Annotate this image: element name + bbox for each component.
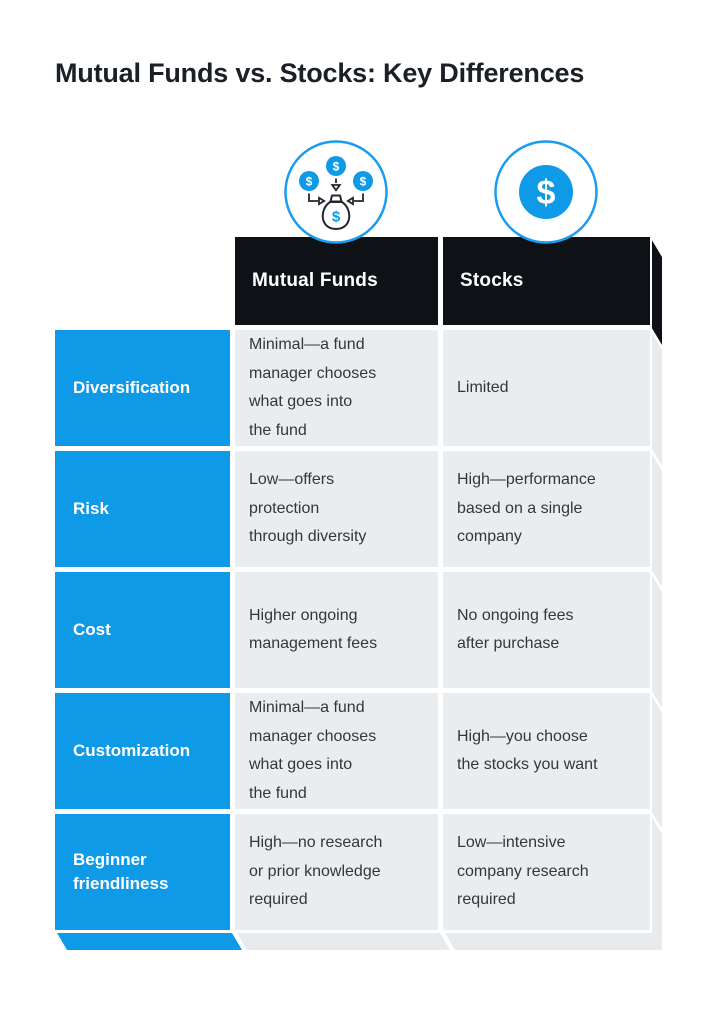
side-face-row — [652, 817, 662, 950]
column-header-stocks: Stocks — [443, 237, 650, 325]
mutual-funds-cell: High—no research or prior knowledge requ… — [235, 814, 438, 930]
cell-text: Minimal—a fund manager chooses what goes… — [249, 699, 377, 802]
side-face-row — [652, 333, 662, 466]
stocks-cell: High—you choose the stocks you want — [443, 693, 650, 809]
coin-dollar-glyph: $ — [306, 175, 313, 189]
coin-dollar-glyph: $ — [537, 174, 556, 212]
row-label-cost: Cost — [55, 572, 230, 688]
bag-dollar-glyph: $ — [332, 209, 341, 226]
cell-text: Limited — [457, 378, 509, 396]
cell-text: Low—offers protection through diversity — [249, 471, 367, 546]
cell-text: High—you choose the stocks you want — [457, 727, 598, 774]
stocks-cell: Limited — [443, 330, 650, 446]
money-bag: $ — [321, 194, 351, 230]
side-face-header — [652, 240, 662, 345]
side-face-row — [652, 575, 662, 708]
row-label-text: Customization — [73, 741, 191, 760]
mutual-funds-cell: Low—offers protection through diversity — [235, 451, 438, 567]
cell-text: Higher ongoing management fees — [249, 606, 378, 653]
stocks-cell: High—performance based on a single compa… — [443, 451, 650, 567]
page-title: Mutual Funds vs. Stocks: Key Differences — [55, 58, 585, 88]
cell-text: No ongoing fees after purchase — [457, 606, 574, 653]
mutual-funds-cell: Minimal—a fund manager chooses what goes… — [235, 693, 438, 809]
coin-dollar-glyph: $ — [333, 160, 340, 174]
row-label-text: Risk — [73, 499, 109, 518]
stocks-cell: No ongoing fees after purchase — [443, 572, 650, 688]
coin-dollar-glyph: $ — [360, 175, 367, 189]
row-label-diversification: Diversification — [55, 330, 230, 446]
bottom-face-column — [237, 933, 450, 950]
column-header-label: Stocks — [460, 270, 524, 291]
mutual-funds-cell: Minimal—a fund manager chooses what goes… — [235, 330, 438, 446]
cell-text: Minimal—a fund manager chooses what goes… — [249, 336, 377, 439]
column-header-mutual-funds: Mutual Funds — [235, 237, 438, 325]
stocks-cell: Low—intensive company research required — [443, 814, 650, 930]
side-face-row — [652, 696, 662, 829]
row-label-customization: Customization — [55, 693, 230, 809]
row-label-risk: Risk — [55, 451, 230, 567]
cell-text: High—performance based on a single compa… — [457, 471, 596, 546]
row-label-text: Beginner friendliness — [73, 850, 169, 893]
row-label-beginner-friendliness: Beginner friendliness — [55, 814, 230, 930]
column-header-label: Mutual Funds — [252, 270, 378, 291]
comparison-table: Mutual Funds Stocks Diversification Mini… — [55, 237, 650, 930]
cell-text: Low—intensive company research required — [457, 834, 589, 909]
arrow-lines — [308, 178, 364, 206]
mutual-funds-cell: Higher ongoing management fees — [235, 572, 438, 688]
row-label-text: Diversification — [73, 378, 191, 397]
cell-text: High—no research or prior knowledge requ… — [249, 834, 383, 909]
row-label-text: Cost — [73, 620, 111, 639]
header-spacer-cell — [55, 237, 230, 325]
side-face-row — [652, 454, 662, 587]
bottom-face-label-column — [57, 933, 242, 950]
money-bag-with-coins-icon: $ $ $ $ — [284, 140, 388, 244]
dollar-coin-icon: $ — [494, 140, 598, 244]
bottom-face-column — [445, 933, 662, 950]
